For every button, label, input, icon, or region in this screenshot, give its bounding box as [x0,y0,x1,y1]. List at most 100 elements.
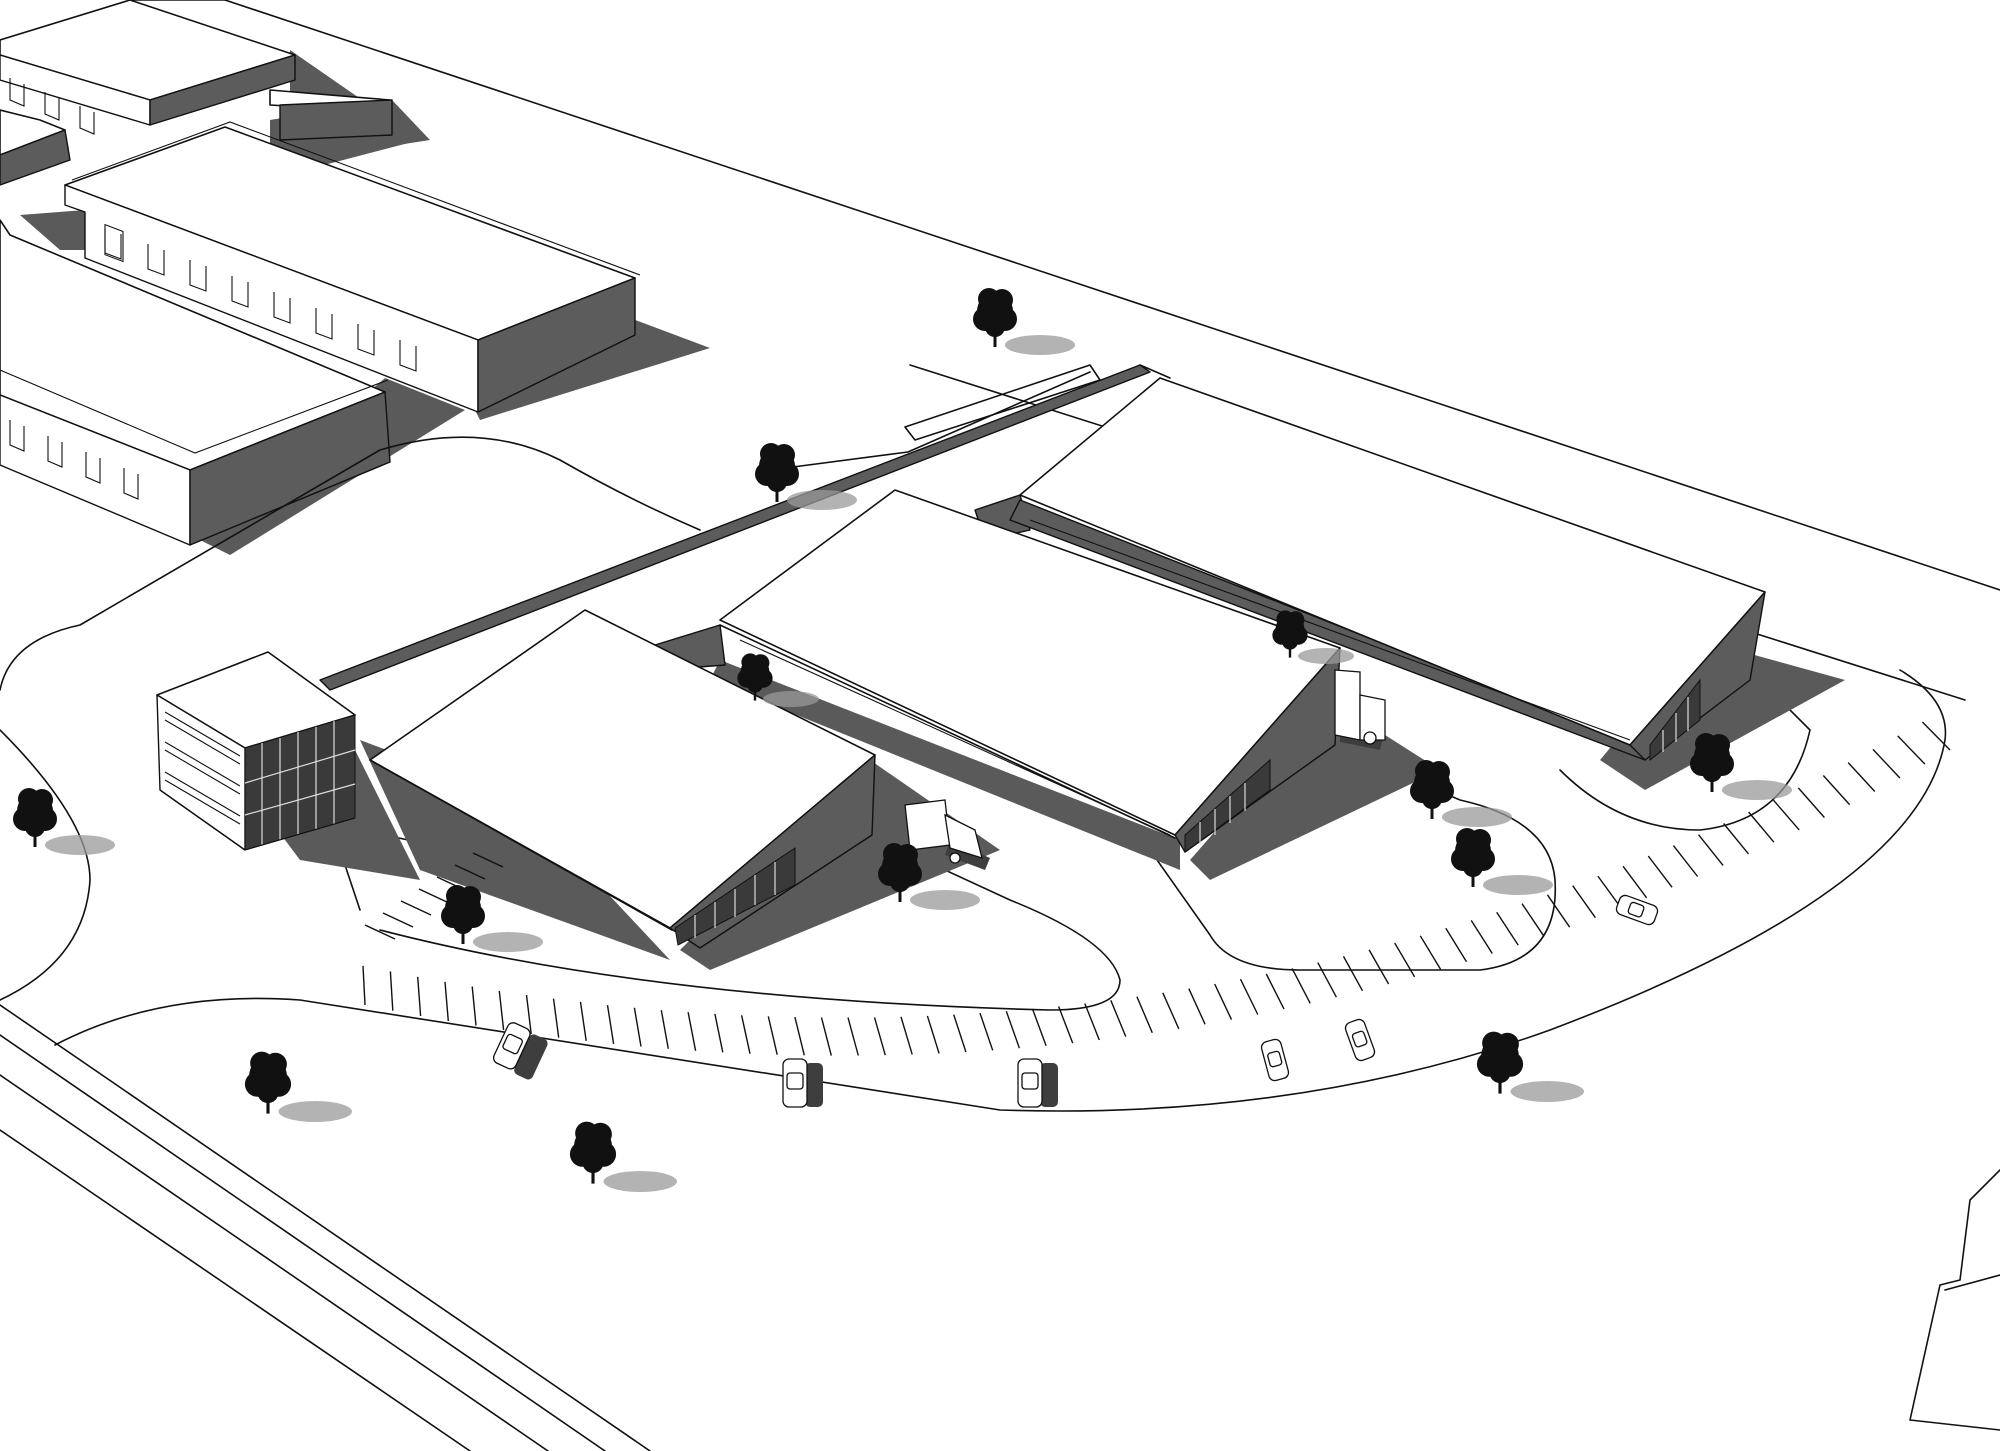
car [1615,894,1659,926]
parking-stall-line [1797,787,1825,818]
parking-stall-line [687,1012,697,1051]
parking-stall-line [1394,942,1416,978]
parking-stall-line [417,976,422,1017]
tree [1476,1031,1584,1102]
car [1344,1018,1376,1062]
parking-stall-line [1521,903,1545,937]
parking-stall-line [1496,911,1519,946]
trees [13,288,1792,1192]
parking-stall-line [820,1017,832,1056]
parking-stall-line [633,1007,642,1047]
hall-3 [974,377,1845,790]
parking-stall-line [1672,845,1699,877]
hall-1-glazing [674,847,796,946]
parking-stall-line [1822,775,1851,806]
parking-stall-line [900,1016,913,1055]
parking-stall-line [714,1013,724,1053]
tree [569,1121,677,1192]
tree [1451,828,1553,895]
parking-stall-line [525,994,532,1035]
parking-stall-line [579,1001,587,1042]
parking-stall-line [953,1014,967,1053]
parking-stall-line [1445,927,1468,963]
car [782,1058,823,1108]
parking-stall-line [926,1015,940,1054]
parking-stall-line [1110,1000,1127,1037]
parking-stall-line [389,971,394,1011]
parking-stall-line [552,998,560,1038]
parking-stall-line [1419,935,1442,970]
parking-stall-line [1847,762,1876,792]
parking-stall-line [498,990,505,1031]
tree [244,1051,352,1122]
parking-stall-line [1772,799,1800,831]
parking-stall-line [1546,894,1571,928]
parking-stall-line [1265,973,1285,1010]
parking-stall-line [382,912,414,928]
parked-cars [492,894,1659,1108]
tree [1690,733,1792,800]
parking-stall-line [1723,823,1750,855]
parking-stall-line [1136,996,1153,1034]
truck [904,799,990,870]
warehouse-doors [9,78,417,500]
office-facade-grid [244,721,356,845]
car [492,1022,548,1080]
parking-stall-line [1872,748,1901,779]
parking-arc [362,721,1951,1056]
tree [1272,610,1354,664]
parking-stall-line [1084,1003,1100,1041]
parking-stall-line [1470,920,1493,954]
parking-stall-line [1597,875,1622,909]
car [1260,1038,1290,1082]
parking-stall-line [1572,885,1596,919]
parking-stall-line [1647,855,1673,888]
parking-stall-line [472,852,504,868]
tree [1410,760,1512,827]
parking-stall-line [1239,978,1259,1015]
parking-stall-line [1057,1006,1074,1044]
covered-walkway [319,364,1171,691]
highway [0,1004,651,1451]
parking-stall-line [847,1017,859,1056]
parking-stall-line [767,1016,778,1055]
tree [737,653,819,707]
partial-building-edge [1909,1169,2000,1431]
parking-stall-line [418,888,450,904]
parking-stall-line [454,864,486,880]
tree [973,288,1075,355]
parking-stall-line [1622,865,1648,899]
parking-stall-line [740,1015,751,1054]
truck [1334,669,1386,750]
hall-3-glazing [1649,678,1701,762]
parking-stall-line [1162,992,1180,1030]
parking-stall-line [1897,735,1926,765]
parking-stall-line [362,965,366,1006]
parking-stall-line [660,1010,669,1049]
parking-stall-line [1317,962,1338,998]
parking-stall-line [1214,983,1233,1020]
existing-warehouse-block [0,0,710,555]
parking-stall-line [364,924,396,940]
tree [441,885,543,952]
car [1017,1058,1058,1108]
parking-stall-line [444,981,449,1022]
parking-stall-line [1005,1010,1021,1049]
parking-stall-line [1342,956,1364,992]
parking-stall-line [873,1017,886,1056]
parking-stall-line [1291,968,1311,1004]
tree [878,843,980,910]
parking-stall-line [400,900,432,916]
parking-stall-line [471,986,477,1026]
parking-stall-line [1188,988,1206,1025]
office-building [156,651,420,880]
parking-stall-line [1368,949,1390,985]
parking-stall-line [1921,721,1951,751]
office-side-windows [164,711,241,825]
hall-1 [360,609,1000,970]
parking-stall-line [1697,834,1724,866]
tree [13,788,115,855]
parking-stall-line [606,1004,615,1045]
parking-stall-line [979,1012,994,1051]
